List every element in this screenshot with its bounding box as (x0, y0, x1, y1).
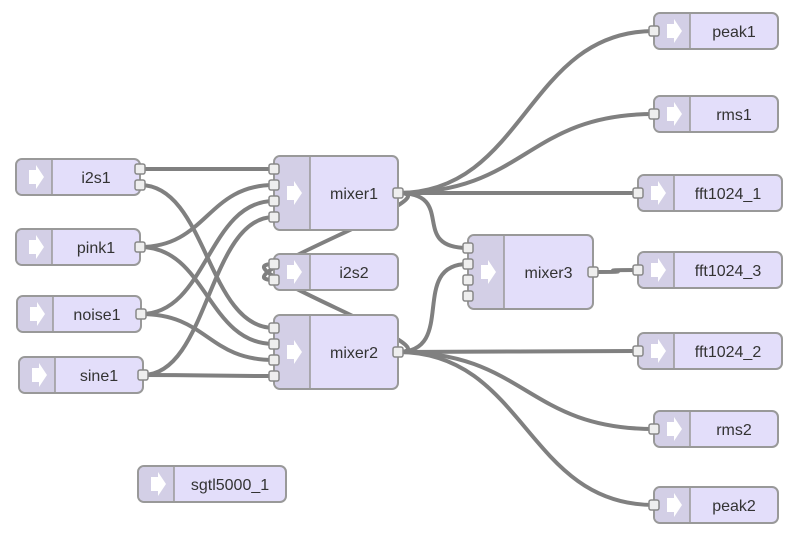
output-port-0[interactable] (392, 187, 404, 199)
wire-mixer3-to-fft1024_3[interactable] (591, 268, 640, 274)
input-port-3[interactable] (268, 370, 280, 382)
node-label: fft1024_1 (695, 186, 762, 203)
input-port-1[interactable] (268, 179, 280, 191)
wire-mixer2-to-i2s2[interactable] (262, 262, 410, 354)
input-port-2[interactable] (268, 195, 280, 207)
node-mixer3[interactable]: mixer3 (462, 234, 599, 310)
input-port-3[interactable] (268, 211, 280, 223)
output-port-0[interactable] (137, 369, 149, 381)
arrow-icon (32, 363, 47, 387)
arrow-icon (151, 472, 166, 496)
input-port-0[interactable] (632, 264, 644, 276)
node-label: rms2 (716, 422, 752, 439)
arrow-icon (667, 493, 682, 517)
wire-sine1-to-mixer1[interactable] (141, 215, 276, 377)
arrow-icon (287, 181, 302, 205)
node-sine1[interactable]: sine1 (18, 356, 149, 394)
arrow-icon (287, 340, 302, 364)
input-port-1[interactable] (268, 274, 280, 286)
node-label: sine1 (80, 368, 118, 385)
output-port-0[interactable] (587, 266, 599, 278)
node-mixer1[interactable]: mixer1 (268, 155, 404, 231)
arrow-icon (651, 181, 666, 205)
node-body[interactable] (137, 465, 287, 503)
node-label: i2s1 (81, 170, 110, 187)
input-port-1[interactable] (268, 338, 280, 350)
input-port-0[interactable] (632, 345, 644, 357)
output-port-0[interactable] (134, 241, 146, 253)
output-port-0[interactable] (392, 346, 404, 358)
node-label: peak2 (712, 498, 756, 515)
input-port-3[interactable] (462, 290, 474, 302)
node-mixer2[interactable]: mixer2 (268, 314, 404, 390)
node-label: peak1 (712, 24, 756, 41)
node-label: mixer3 (524, 265, 572, 282)
wire-mixer1-to-mixer3[interactable] (396, 191, 470, 250)
input-port-0[interactable] (268, 322, 280, 334)
arrow-icon (30, 302, 45, 326)
arrow-icon (651, 339, 666, 363)
input-port-2[interactable] (268, 354, 280, 366)
node-peak2[interactable]: peak2 (648, 486, 779, 524)
wire-mixer2-to-mixer3[interactable] (396, 262, 470, 354)
wire-noise1-to-mixer1[interactable] (139, 199, 276, 316)
node-label: mixer1 (330, 186, 378, 203)
wire-mixer2-to-peak2[interactable] (396, 350, 656, 507)
output-port-1[interactable] (134, 179, 146, 191)
node-peak1[interactable]: peak1 (648, 12, 779, 50)
wire-mixer1-to-rms1[interactable] (396, 112, 656, 195)
wire-noise1-to-mixer2[interactable] (139, 312, 276, 362)
input-port-0[interactable] (648, 423, 660, 435)
node-label: sgtl5000_1 (191, 477, 269, 494)
arrow-icon (667, 102, 682, 126)
node-fft1024_1[interactable]: fft1024_1 (632, 174, 783, 212)
input-port-0[interactable] (268, 258, 280, 270)
input-port-0[interactable] (648, 499, 660, 511)
wire-mixer1-to-i2s2[interactable] (262, 191, 410, 282)
input-port-0[interactable] (462, 242, 474, 254)
node-fft1024_3[interactable]: fft1024_3 (632, 251, 783, 289)
arrow-icon (481, 260, 496, 284)
wires-layer (138, 29, 656, 507)
arrow-icon (667, 19, 682, 43)
wire-mixer2-to-fft1024_2[interactable] (396, 349, 640, 354)
wire-mixer1-to-peak1[interactable] (396, 29, 656, 195)
output-port-0[interactable] (134, 163, 146, 175)
input-port-0[interactable] (268, 163, 280, 175)
node-sgtl5000_1[interactable]: sgtl5000_1 (137, 465, 287, 503)
node-label: pink1 (77, 240, 115, 257)
arrow-icon (667, 417, 682, 441)
input-port-0[interactable] (632, 187, 644, 199)
arrow-icon (29, 165, 44, 189)
nodes-layer: i2s1 pink1 noise1 sine1 sgtl5000_1 mixer1 i2s2… (15, 12, 783, 524)
node-fft1024_2[interactable]: fft1024_2 (632, 332, 783, 370)
input-port-1[interactable] (462, 258, 474, 270)
arrow-icon (29, 235, 44, 259)
node-label: fft1024_2 (695, 344, 762, 361)
node-label: mixer2 (330, 345, 378, 362)
node-label: noise1 (73, 307, 120, 324)
node-i2s2[interactable]: i2s2 (268, 253, 399, 291)
wire-sine1-to-mixer2[interactable] (141, 373, 276, 378)
input-port-0[interactable] (648, 25, 660, 37)
node-label: i2s2 (339, 265, 368, 282)
node-noise1[interactable]: noise1 (16, 295, 147, 333)
wire-pink1-to-mixer1[interactable] (138, 183, 276, 249)
output-port-0[interactable] (135, 308, 147, 320)
wire-mixer2-to-rms2[interactable] (396, 350, 656, 431)
arrow-icon (651, 258, 666, 282)
node-rms1[interactable]: rms1 (648, 95, 779, 133)
node-label: fft1024_3 (695, 263, 762, 280)
node-i2s1[interactable]: i2s1 (15, 158, 146, 196)
node-rms2[interactable]: rms2 (648, 410, 779, 448)
input-port-2[interactable] (462, 274, 474, 286)
arrow-icon (287, 260, 302, 284)
node-label: rms1 (716, 107, 752, 124)
input-port-0[interactable] (648, 108, 660, 120)
node-pink1[interactable]: pink1 (15, 228, 146, 266)
